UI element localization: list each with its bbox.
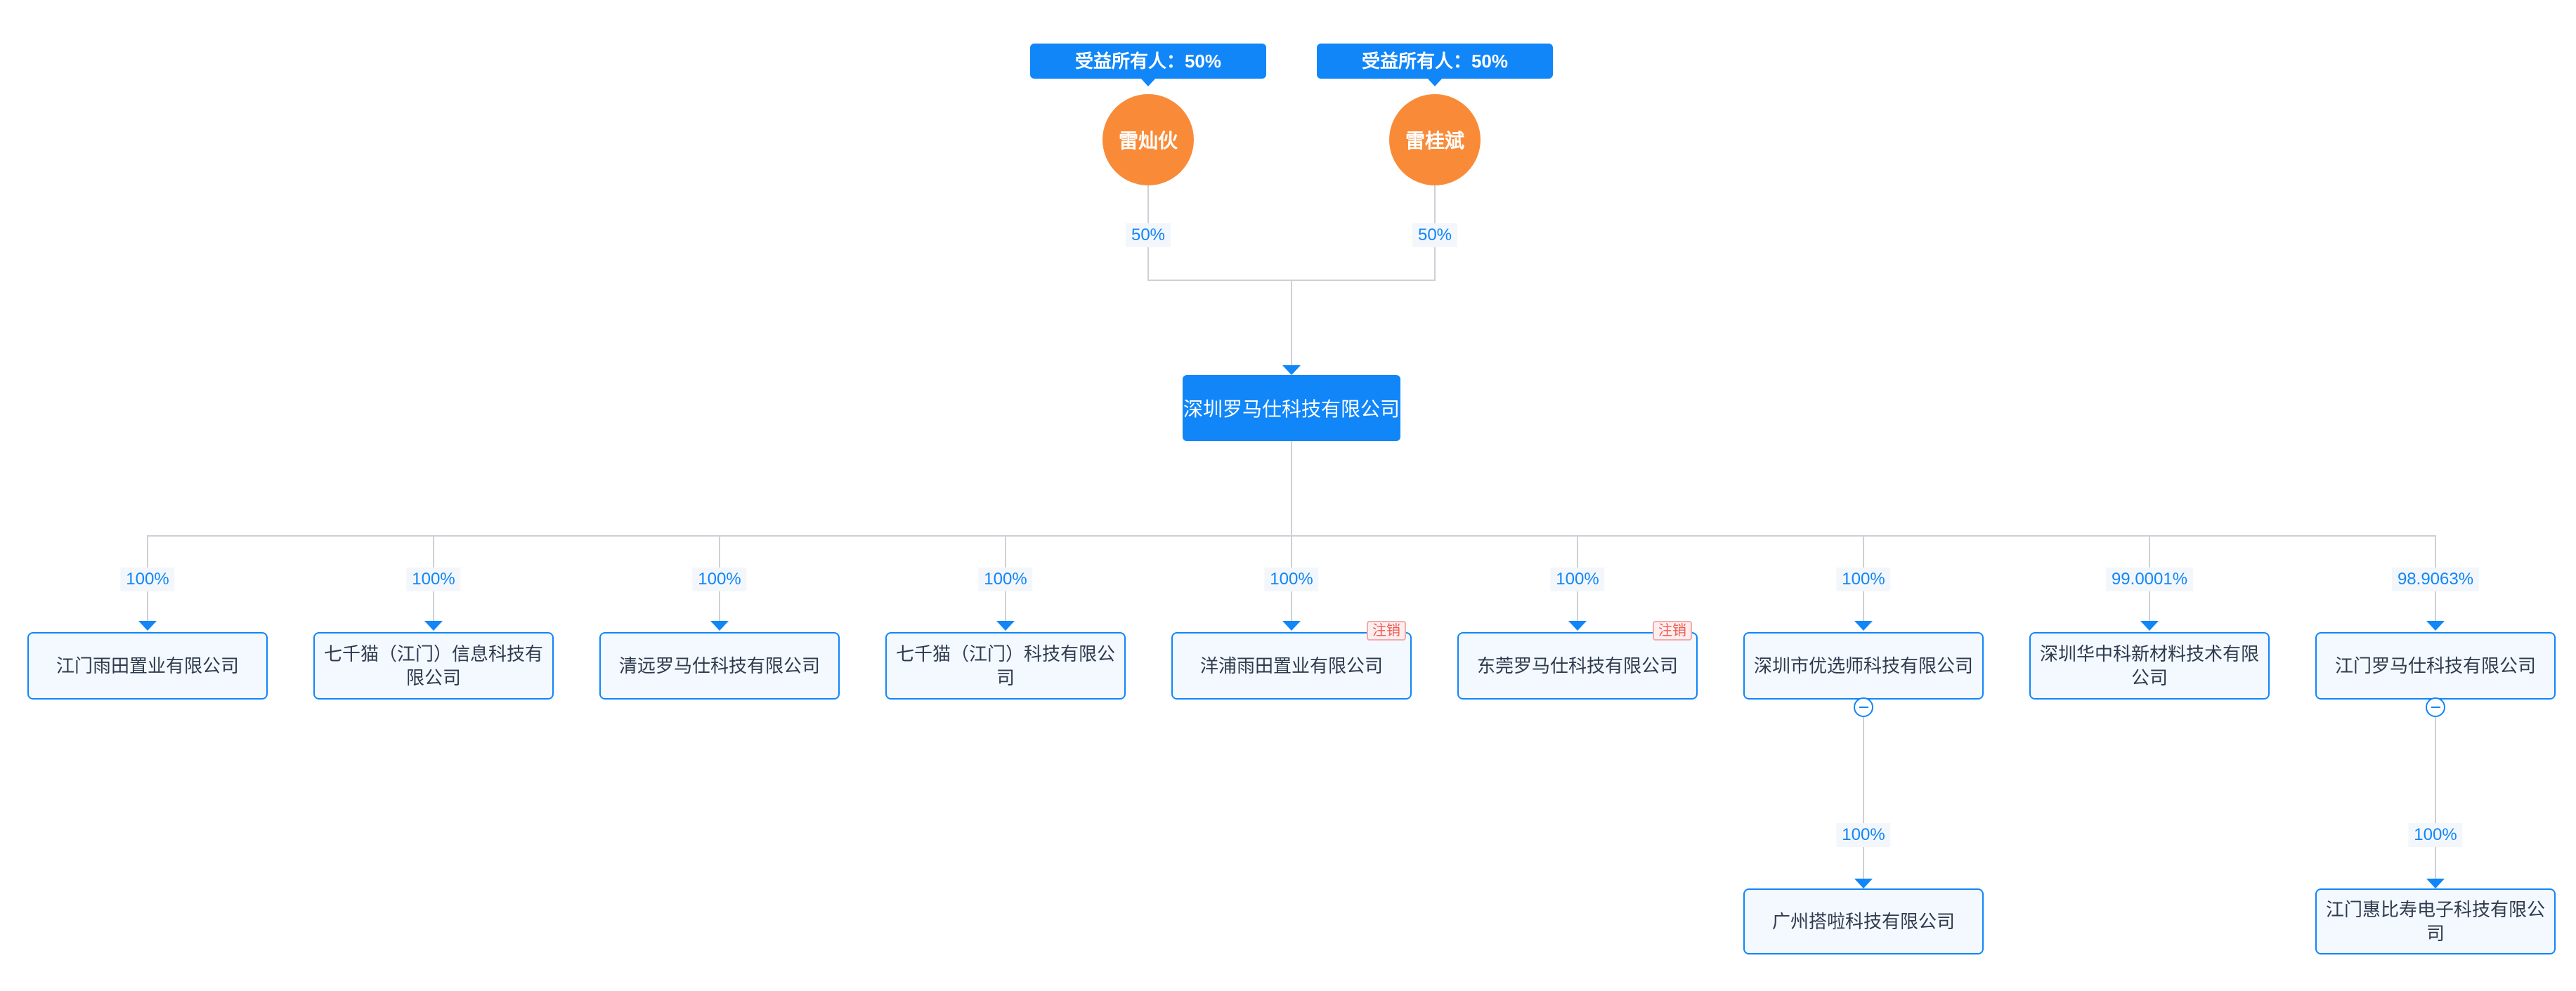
ownership-percent-label: 100%: [692, 567, 747, 591]
ownership-percent-label: 100%: [1550, 567, 1605, 591]
status-badge: 注销: [1367, 621, 1406, 641]
owner-node[interactable]: 雷桂斌: [1389, 94, 1481, 185]
company-node[interactable]: 七千猫（江门）科技有限公司: [885, 632, 1126, 700]
company-name: 深圳华中科新材料技术有限公司: [2039, 643, 2259, 688]
connector-line: [2435, 707, 2436, 880]
ownership-percent-label: 98.9063%: [2391, 567, 2480, 591]
arrow-down-icon: [2140, 621, 2159, 631]
status-badge: 注销: [1653, 621, 1692, 641]
ownership-percent-label: 100%: [2408, 823, 2463, 847]
arrow-down-icon: [710, 621, 729, 631]
company-node[interactable]: 深圳市优选师科技有限公司: [1743, 632, 1984, 700]
arrow-down-icon: [1854, 621, 1873, 631]
company-name: 洋浦雨田置业有限公司: [1199, 655, 1383, 676]
beneficial-owner-tooltip: 受益所有人：50%: [1030, 44, 1266, 79]
beneficial-owner-tooltip: 受益所有人：50%: [1317, 44, 1553, 79]
company-name: 东莞罗马仕科技有限公司: [1476, 655, 1678, 676]
arrow-down-icon: [1282, 621, 1301, 631]
company-name: 深圳市优选师科技有限公司: [1753, 655, 1973, 676]
arrow-down-icon: [424, 621, 443, 631]
arrow-down-icon: [1282, 365, 1301, 375]
ownership-percent-label: 100%: [978, 567, 1033, 591]
company-node[interactable]: 江门惠比寿电子科技有限公司: [2315, 888, 2556, 954]
arrow-down-icon: [1854, 879, 1873, 888]
minus-icon: [1859, 707, 1868, 708]
connector-line: [1291, 441, 1292, 537]
company-node[interactable]: 广州搭啦科技有限公司: [1743, 888, 1984, 954]
ownership-percent-label: 100%: [406, 567, 461, 591]
company-name: 七千猫（江门）科技有限公司: [895, 643, 1115, 688]
connector-line: [1291, 280, 1292, 367]
ownership-percent-label: 100%: [120, 567, 175, 591]
company-node[interactable]: 江门罗马仕科技有限公司: [2315, 632, 2556, 700]
minus-icon: [2431, 707, 2440, 708]
arrow-down-icon: [2426, 621, 2445, 631]
company-node[interactable]: 七千猫（江门）信息科技有限公司: [313, 632, 554, 700]
company-name: 广州搭啦科技有限公司: [1771, 911, 1955, 932]
company-name: 江门惠比寿电子科技有限公司: [2325, 899, 2545, 944]
company-name: 江门雨田置业有限公司: [56, 655, 239, 676]
arrow-down-icon: [2426, 879, 2445, 888]
root-company-node[interactable]: 深圳罗马仕科技有限公司: [1183, 375, 1400, 441]
ownership-percent-label: 100%: [1836, 567, 1891, 591]
ownership-percent-label: 50%: [1125, 223, 1171, 247]
arrow-down-icon: [1568, 621, 1587, 631]
company-name: 江门罗马仕科技有限公司: [2334, 655, 2536, 676]
ownership-percent-label: 100%: [1264, 567, 1319, 591]
ownership-percent-label: 50%: [1412, 223, 1458, 247]
collapse-toggle-button[interactable]: [2426, 697, 2445, 717]
owner-node[interactable]: 雷灿伙: [1102, 94, 1194, 185]
arrow-down-icon: [996, 621, 1015, 631]
company-name: 七千猫（江门）信息科技有限公司: [323, 643, 543, 688]
company-name: 清远罗马仕科技有限公司: [618, 655, 820, 676]
collapse-toggle-button[interactable]: [1854, 697, 1873, 717]
company-node[interactable]: 清远罗马仕科技有限公司: [599, 632, 840, 700]
arrow-down-icon: [138, 621, 157, 631]
company-node[interactable]: 江门雨田置业有限公司: [27, 632, 268, 700]
company-node[interactable]: 注销 东莞罗马仕科技有限公司: [1457, 621, 1698, 700]
ownership-percent-label: 99.0001%: [2105, 567, 2194, 591]
connector-line: [1863, 707, 1864, 880]
ownership-percent-label: 100%: [1836, 823, 1891, 847]
company-node[interactable]: 深圳华中科新材料技术有限公司: [2029, 632, 2270, 700]
company-node[interactable]: 注销 洋浦雨田置业有限公司: [1171, 621, 1412, 700]
